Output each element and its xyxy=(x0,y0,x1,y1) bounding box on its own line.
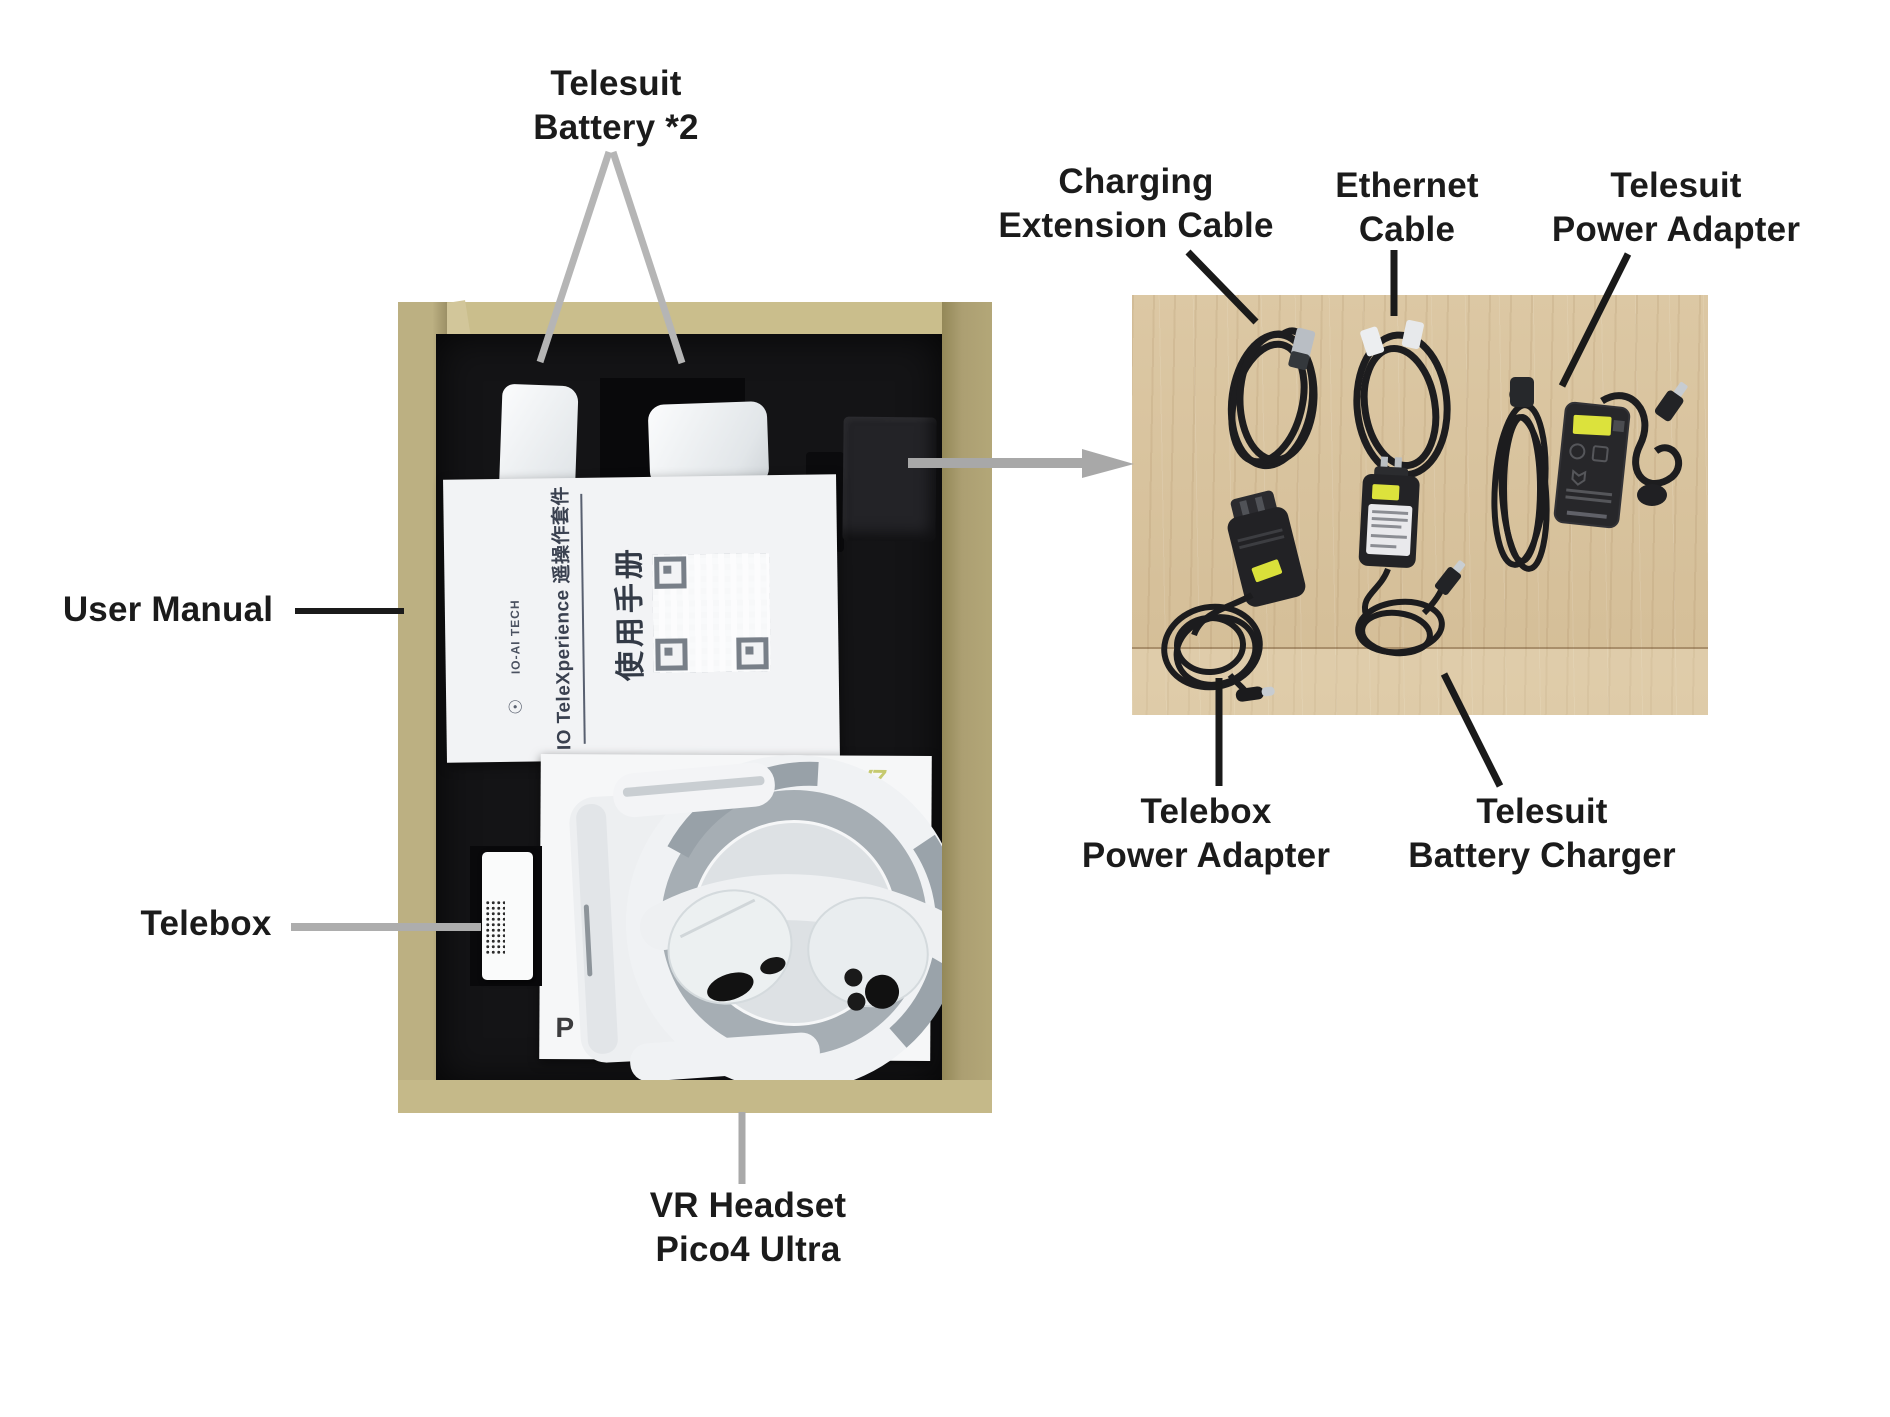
label-user-manual: User Manual xyxy=(62,590,274,629)
label-telesuit-power-adapter: Telesuit Power Adapter xyxy=(1551,166,1801,249)
manual-subtitle: 使用手册 xyxy=(612,544,648,682)
label-ethernet-cable: Ethernet Cable xyxy=(1335,166,1479,249)
vr-controller-right xyxy=(807,896,929,1011)
label-telebox: Telebox xyxy=(140,904,272,943)
cardboard-right-wall xyxy=(942,302,992,1113)
cardboard-bottom-wall xyxy=(398,1080,992,1113)
qr-code xyxy=(652,553,771,673)
ioai-logo-text: IO-AI TECH xyxy=(507,599,523,675)
visor-vent xyxy=(583,904,593,977)
label-telebox-power-adapter: Telebox Power Adapter xyxy=(1081,792,1331,875)
user-manual-paper: IO-AI TECH ☉ IO TeleXperience 遥操作套件 使用手册 xyxy=(443,474,840,763)
wood-plank xyxy=(1132,649,1708,715)
cables-photo xyxy=(1132,295,1708,715)
qr-finder-icon xyxy=(736,637,769,670)
qr-finder-icon xyxy=(655,638,688,671)
manual-divider xyxy=(580,493,586,744)
label-vr-headset: VR Headset Pico4 Ultra xyxy=(649,1186,847,1269)
power-adapter-in-box xyxy=(842,416,937,542)
vr-controller-left xyxy=(667,889,793,1005)
label-charging-extension-cable: Charging Extension Cable xyxy=(998,162,1274,245)
wood-seam xyxy=(1132,647,1708,649)
cardboard-top-wall xyxy=(398,302,992,335)
telebox-device xyxy=(482,852,533,980)
ioai-globe-icon: ☉ xyxy=(505,698,526,715)
box-contents-photo: IO-AI TECH ☉ IO TeleXperience 遥操作套件 使用手册… xyxy=(398,300,992,1113)
manual-title: IO TeleXperience 遥操作套件 xyxy=(550,485,576,751)
vr-headset xyxy=(569,755,983,1091)
speaker-grille-icon xyxy=(485,900,505,956)
label-telesuit-battery: Telesuit Battery *2 xyxy=(533,64,699,147)
qr-finder-icon xyxy=(654,556,687,589)
label-telesuit-battery-charger: Telesuit Battery Charger xyxy=(1408,792,1676,875)
